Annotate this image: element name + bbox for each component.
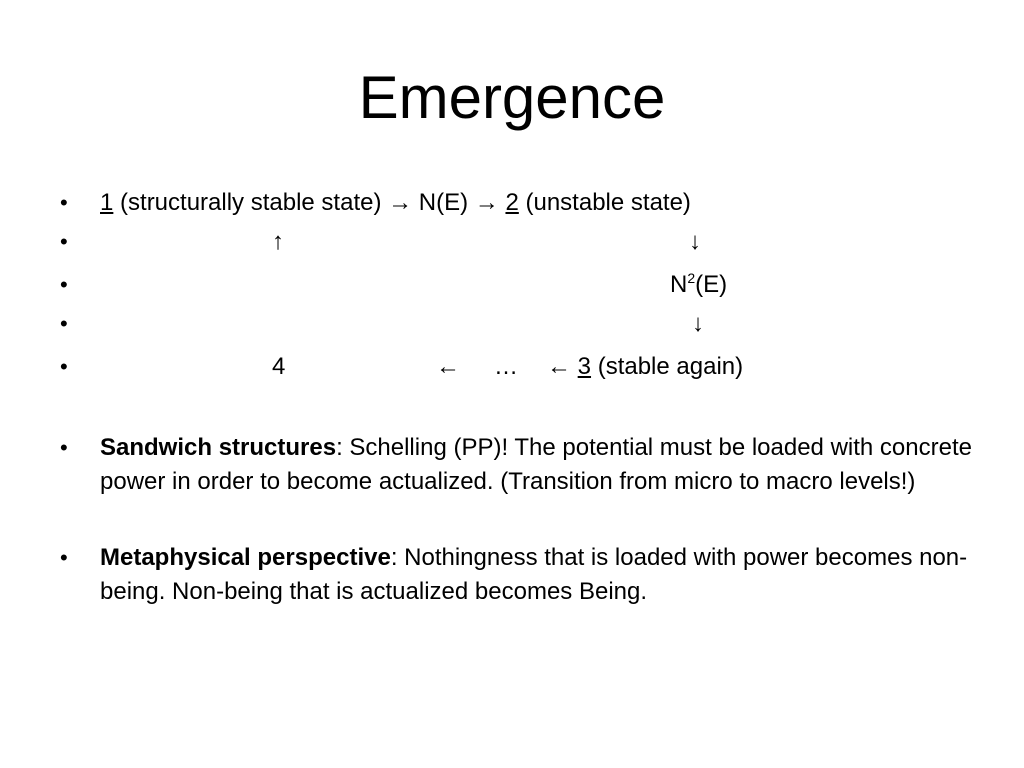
ne-label: N(E)	[412, 189, 475, 216]
diagram-row-2: • ↑ ↓	[0, 228, 1024, 256]
bullet-dot: •	[60, 229, 68, 254]
diagram-row-1: • 1 (structurally stable state) → N(E) →…	[0, 189, 1024, 217]
n2e-base: N	[670, 271, 688, 298]
state-2-label: (unstable state)	[518, 189, 691, 216]
state-3-label: (stable again)	[591, 353, 744, 380]
state-number-3: 3	[577, 353, 592, 380]
diagram-row-5: • 4 ← … ← 3 (stable again)	[0, 353, 1024, 381]
slide-title: Emergence	[358, 64, 666, 131]
diagram-row-3: • N2(E)	[0, 271, 1024, 299]
bullet-dot: •	[60, 545, 68, 570]
paragraph-heading: Metaphysical perspective	[100, 544, 391, 571]
bullet-dot: •	[60, 272, 68, 297]
diagram-row-1-text: 1 (structurally stable state) → N(E) → 2…	[100, 189, 691, 217]
state-number-1: 1	[100, 189, 114, 216]
n2e-label: N2(E)	[670, 271, 727, 299]
paragraph-metaphysical-text: Metaphysical perspective: Nothingness th…	[100, 541, 980, 609]
paragraph-body: : Nothingness that is loaded with power …	[100, 544, 968, 605]
bullet-dot: •	[60, 190, 68, 215]
state-number-4: 4	[272, 353, 286, 380]
n2e-superscript: 2	[687, 270, 696, 286]
bullet-dot: •	[60, 354, 68, 379]
arrow-left-icon: ←	[547, 353, 571, 380]
arrow-right-icon: →	[474, 189, 499, 216]
state-1-label: (structurally stable state)	[113, 189, 389, 216]
arrow-right-icon: →	[388, 189, 413, 216]
arrow-down-icon: ↓	[692, 310, 704, 337]
arrow-down-icon: ↓	[689, 228, 701, 255]
n2e-tail: (E)	[695, 271, 728, 298]
diagram-row-4: • ↓	[0, 310, 1024, 338]
bullet-dot: •	[60, 311, 68, 336]
row-5-tail: ← 3 (stable again)	[547, 353, 743, 381]
paragraph-sandwich-text: Sandwich structures: Schelling (PP)! The…	[100, 431, 980, 499]
paragraph-heading: Sandwich structures	[100, 434, 337, 461]
bullet-dot: •	[60, 435, 68, 460]
arrow-up-icon: ↑	[272, 228, 284, 255]
arrow-left-icon: ←	[436, 353, 460, 380]
paragraph-body: : Schelling (PP)! The potential must be …	[100, 434, 972, 495]
state-number-2: 2	[505, 189, 519, 216]
ellipsis: …	[494, 353, 518, 380]
